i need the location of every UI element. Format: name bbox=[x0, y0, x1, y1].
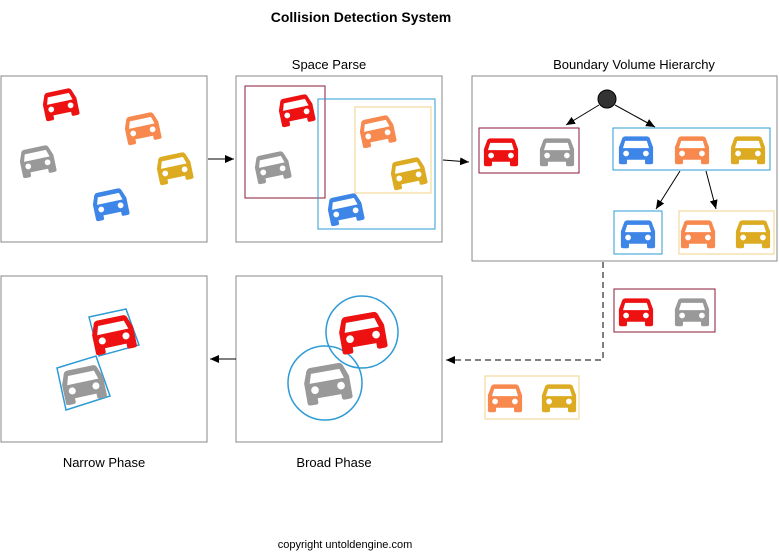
copyright-text: copyright untoldengine.com bbox=[278, 539, 413, 551]
space-parse-label: Space Parse bbox=[292, 57, 366, 72]
car-icon-gray bbox=[674, 298, 710, 327]
bvh-edge-blue-left bbox=[655, 170, 681, 210]
candidate-pair-maroon bbox=[613, 288, 716, 333]
narrow-phase-label: Narrow Phase bbox=[63, 455, 145, 470]
bounding-sphere-red bbox=[325, 295, 399, 369]
car-icon-red bbox=[618, 298, 654, 327]
bbox-blue bbox=[317, 98, 436, 230]
bvh-label: Boundary Volume Hierarchy bbox=[553, 57, 715, 72]
bvh-leaf-blue bbox=[613, 210, 663, 255]
bvh-node-blue bbox=[612, 127, 771, 171]
bbox-yellow bbox=[354, 106, 432, 194]
bbox-maroon bbox=[244, 85, 326, 199]
car-icon-yellow bbox=[541, 384, 577, 413]
convex-hull-gray bbox=[56, 355, 111, 411]
bvh-node-maroon bbox=[478, 127, 580, 174]
car-icon-orange bbox=[487, 384, 523, 413]
bvh-edge-left bbox=[565, 104, 600, 126]
arrow-space-parse-to-bvh bbox=[442, 157, 470, 166]
diagram-title: Collision Detection System bbox=[271, 9, 451, 25]
bvh-edge-right bbox=[614, 104, 656, 128]
bounding-sphere-gray bbox=[287, 345, 363, 421]
bvh-edge-blue-right bbox=[705, 170, 718, 210]
dashed-arrow-bvh-to-broad-phase bbox=[446, 262, 604, 364]
bvh-root-node bbox=[597, 89, 617, 109]
candidate-pair-yellow bbox=[484, 375, 580, 420]
narrow-phase-panel bbox=[0, 275, 208, 443]
bvh-leaf-yellow bbox=[678, 210, 775, 255]
broad-phase-label: Broad Phase bbox=[296, 455, 371, 470]
